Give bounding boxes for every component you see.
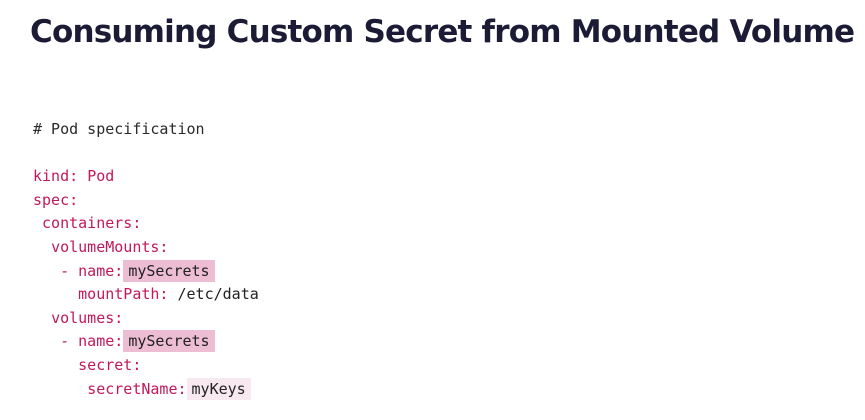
yaml-key-secret: secret:	[78, 355, 142, 374]
yaml-key-kind: kind:	[33, 167, 79, 186]
yaml-key-volumes: volumes:	[51, 308, 124, 327]
yaml-value-mount-path: /etc/data	[177, 285, 259, 304]
code-line-kind: kind: Pod	[33, 165, 259, 189]
yaml-key-containers: containers:	[42, 214, 142, 233]
yaml-key-mount-name: - name:	[60, 261, 124, 280]
yaml-key-mount-path: mountPath:	[78, 285, 169, 304]
yaml-key-volume-mounts: volumeMounts:	[51, 237, 169, 256]
code-line-mount-path: mountPath: /etc/data	[33, 283, 259, 307]
yaml-key-secret-name: secretName:	[87, 379, 187, 398]
yaml-key-volume-name: - name:	[60, 332, 124, 351]
code-comment: # Pod specification	[33, 120, 205, 138]
highlighted-value-volume-name: mySecrets	[123, 330, 215, 353]
code-line-containers: containers:	[33, 212, 259, 236]
code-line-volumes: volumes:	[33, 307, 259, 331]
yaml-value-kind: Pod	[87, 167, 115, 186]
code-line-volume-mounts: volumeMounts:	[33, 236, 259, 260]
code-line-volume-name: - name:mySecrets	[33, 330, 259, 354]
slide-title: Consuming Custom Secret from Mounted Vol…	[30, 14, 855, 50]
code-line-mount-name: - name:mySecrets	[33, 259, 259, 284]
highlighted-value-mount-name: mySecrets	[123, 259, 215, 282]
yaml-key-spec: spec:	[33, 190, 79, 209]
code-line-secret-name: secretName:myKeys	[33, 377, 259, 402]
code-line-blank	[33, 142, 259, 166]
code-line-spec: spec:	[33, 189, 259, 213]
code-block: # Pod specification kind: Pod spec: cont…	[33, 118, 259, 401]
code-line-comment: # Pod specification	[33, 118, 259, 142]
code-line-secret: secret:	[33, 354, 259, 378]
highlighted-value-secret-name: myKeys	[186, 377, 251, 400]
